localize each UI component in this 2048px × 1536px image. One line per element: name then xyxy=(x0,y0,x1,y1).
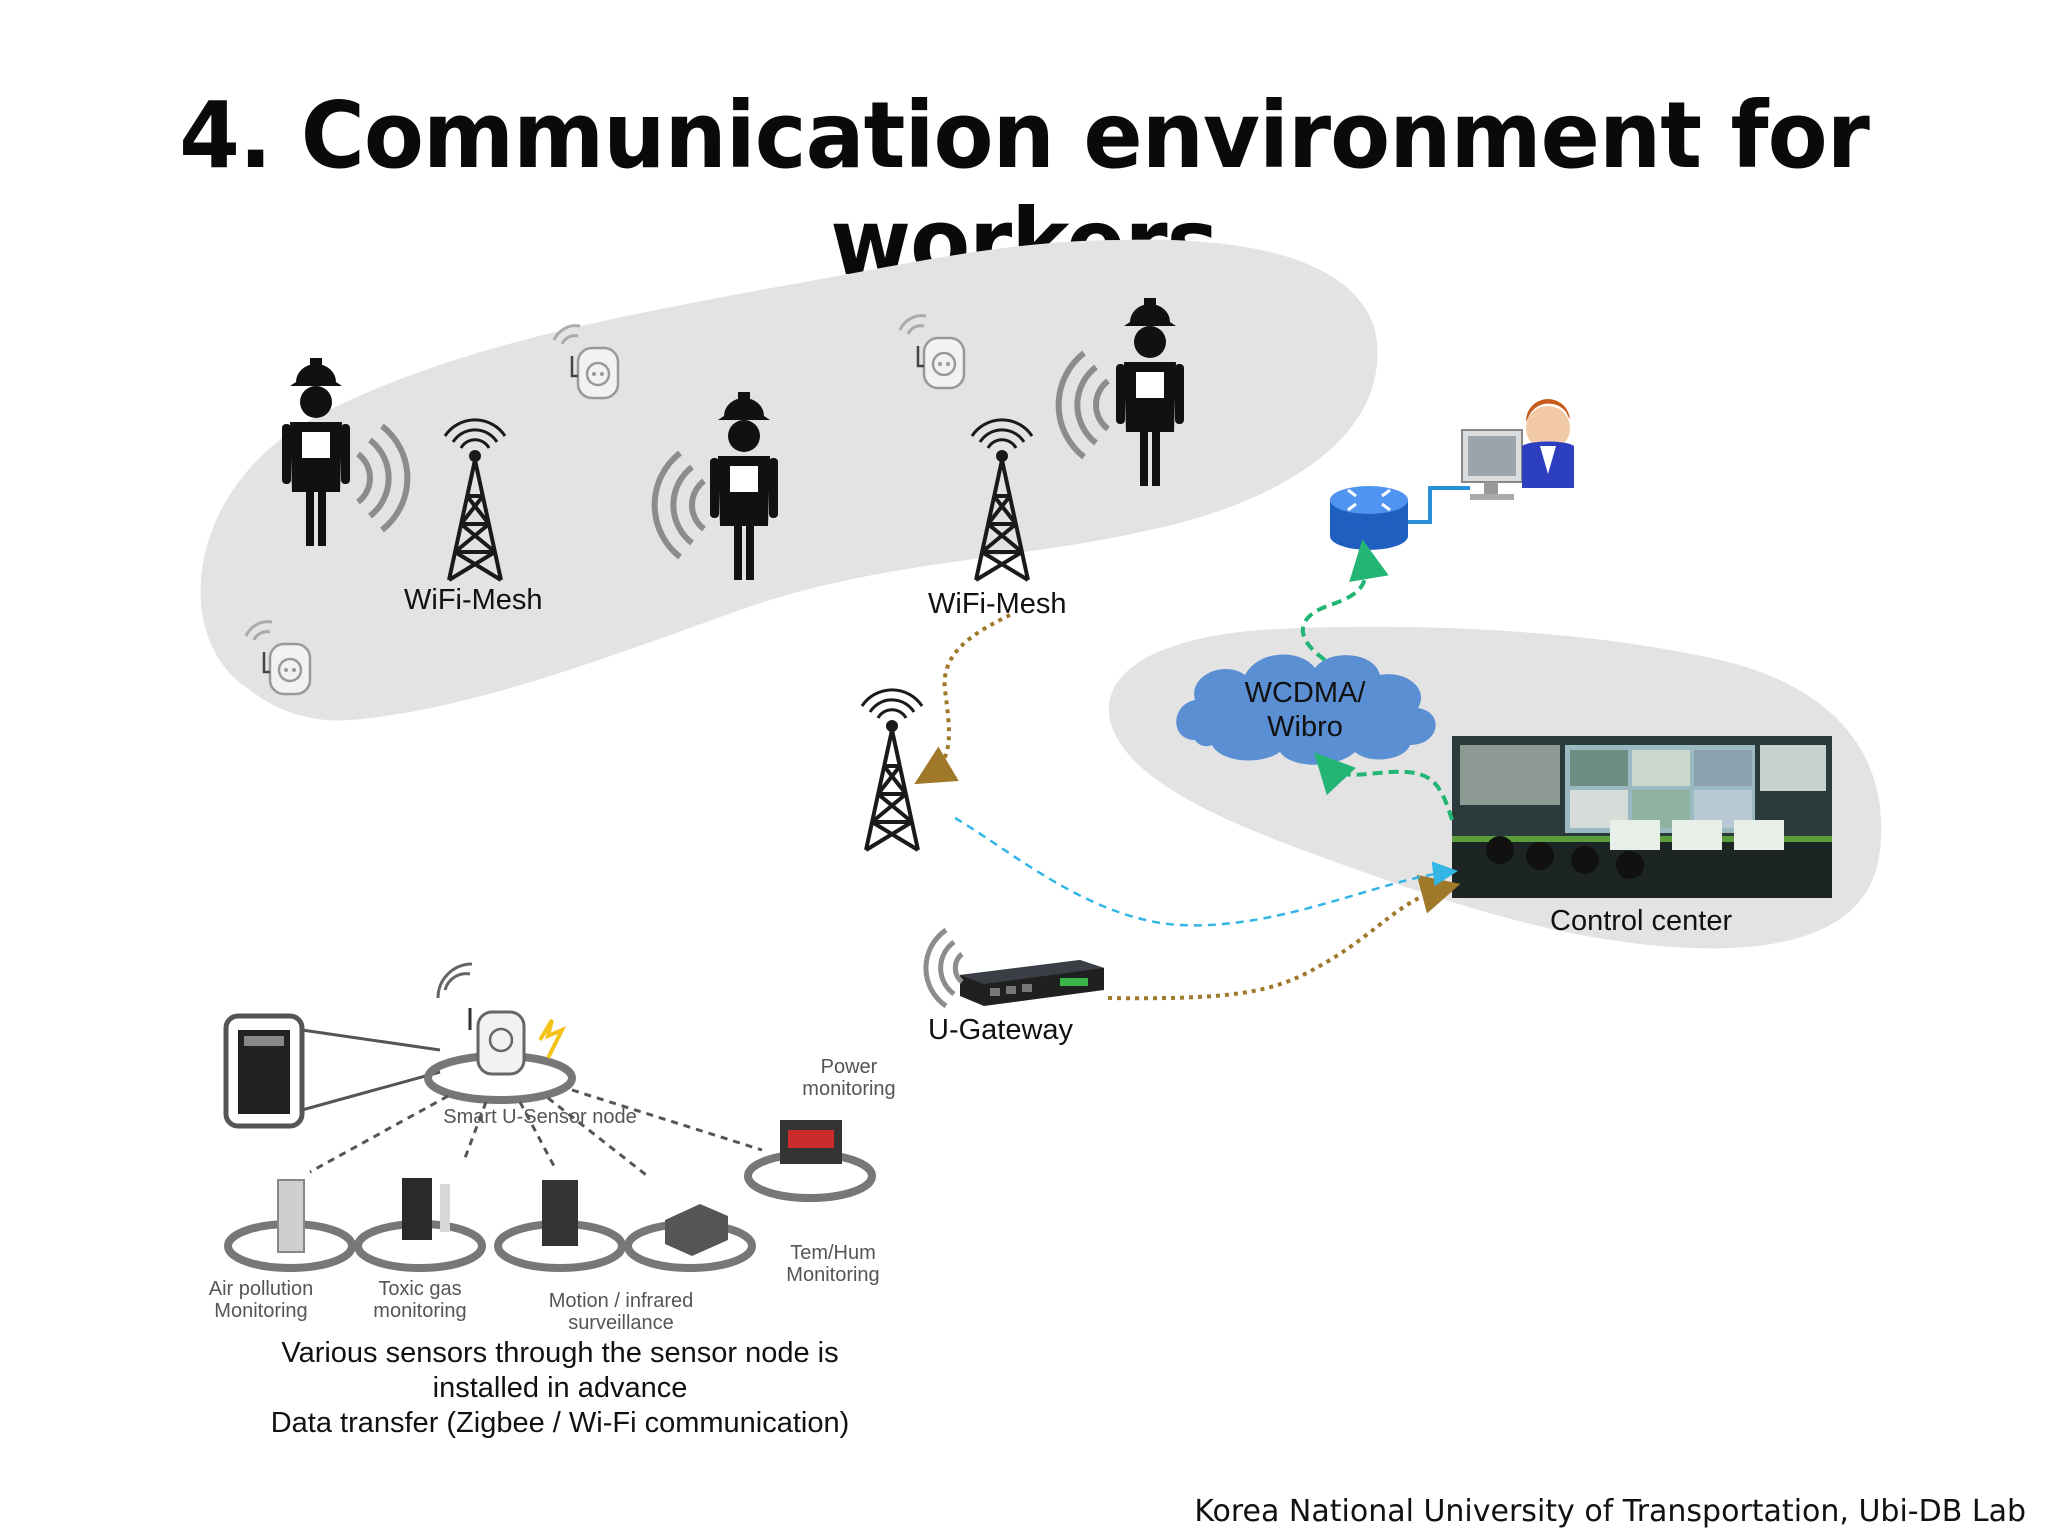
gateway-to-control-link xyxy=(1107,874,1461,1001)
worker-area-region xyxy=(200,239,1378,721)
wcdma-wibro-label: WCDMA/ Wibro xyxy=(1220,676,1390,744)
motion-label-line1: Motion / infrared xyxy=(548,1290,694,1312)
sensor-caption: Various sensors through the sensor node … xyxy=(210,1336,910,1441)
tem-hum-label: Tem/Hum Monitoring xyxy=(770,1242,896,1286)
power-monitoring-label: Power monitoring xyxy=(786,1056,912,1100)
power-label-line2: monitoring xyxy=(802,1078,896,1100)
relay-to-control-link xyxy=(954,816,1458,927)
router-to-pc-link xyxy=(1408,486,1470,524)
caption-line2: installed in advance xyxy=(432,1372,688,1404)
wcdma-label-line1: WCDMA/ xyxy=(1244,677,1366,709)
footer-credit: Korea National University of Transportat… xyxy=(1194,1494,2026,1529)
toxic-label-line2: monitoring xyxy=(373,1300,467,1322)
control-center-photo xyxy=(1452,736,1832,898)
wcdma-cloud-icon xyxy=(1176,654,1436,765)
wifi-mesh-label-1: WiFi-Mesh xyxy=(404,584,543,616)
motion-label-line2: surveillance xyxy=(568,1312,674,1334)
gateway-signal-icon xyxy=(923,927,964,1009)
router-icon xyxy=(1330,486,1408,550)
power-label-line1: Power xyxy=(820,1056,878,1078)
control-to-cloud-link xyxy=(1314,752,1454,821)
air-label-line2: Monitoring xyxy=(214,1300,308,1322)
u-gateway-label: U-Gateway xyxy=(928,1014,1074,1046)
caption-line3: Data transfer (Zigbee / Wi-Fi communicat… xyxy=(270,1407,850,1439)
wcdma-label-line2: Wibro xyxy=(1267,711,1343,743)
motion-infrared-label: Motion / infrared surveillance xyxy=(526,1290,716,1334)
air-pollution-label: Air pollution Monitoring xyxy=(196,1278,326,1322)
u-gateway-device-icon xyxy=(960,960,1104,1006)
caption-line1: Various sensors through the sensor node … xyxy=(281,1337,839,1369)
air-label-line1: Air pollution xyxy=(208,1278,314,1300)
toxic-gas-label: Toxic gas monitoring xyxy=(360,1278,480,1322)
relay-tower-icon xyxy=(860,687,924,852)
temhum-label-line1: Tem/Hum xyxy=(790,1242,876,1264)
sensor-schematic xyxy=(223,962,876,1272)
smart-node-label: Smart U-Sensor node xyxy=(443,1106,637,1128)
control-center-label: Control center xyxy=(1550,905,1733,937)
operator-computer-icon xyxy=(1461,399,1574,500)
toxic-label-line1: Toxic gas xyxy=(378,1278,462,1300)
mesh-to-relay-link xyxy=(914,613,1011,785)
temhum-label-line2: Monitoring xyxy=(786,1264,880,1286)
wifi-mesh-label-2: WiFi-Mesh xyxy=(928,588,1067,620)
